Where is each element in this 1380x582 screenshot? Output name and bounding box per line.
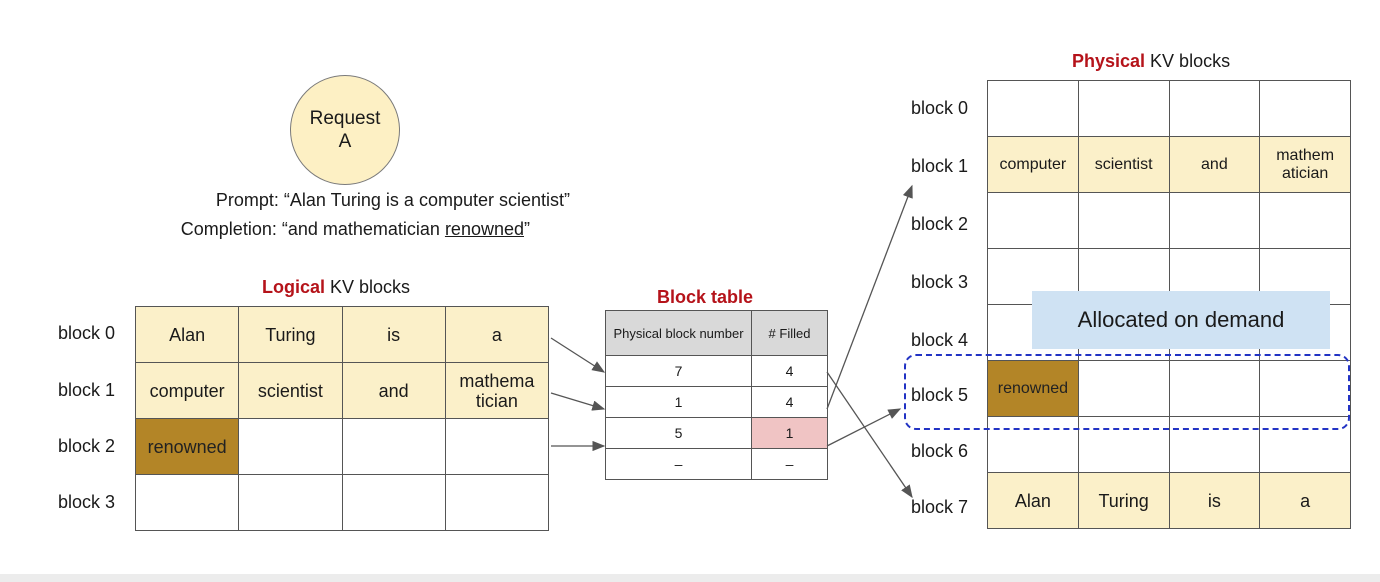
physical-row-label: block 5	[911, 385, 969, 405]
physical-row	[987, 192, 1351, 249]
logical-row	[134, 474, 550, 531]
prompt-text: Prompt: “Alan Turing is a computer scien…	[215, 190, 570, 210]
logical-cell: Turing	[238, 306, 343, 363]
physical-cell	[1077, 80, 1170, 137]
logical-cell	[341, 474, 446, 531]
physical-row-label: block 0	[911, 98, 969, 118]
request-circle: Request A	[290, 75, 400, 185]
logical-title-rest: KV blocks	[325, 277, 411, 297]
logical-title: Logical KV blocks	[262, 277, 410, 298]
physical-cell: Alan	[987, 472, 1079, 529]
physical-row-label: block 2	[911, 214, 969, 234]
physical-row-label: block 1	[911, 156, 969, 176]
block-table-cell: –	[605, 448, 752, 480]
block-table: Physical block number # Filled 7 4 1 4 5…	[605, 310, 828, 480]
block-table-cell: 5	[605, 417, 752, 449]
physical-cell	[987, 416, 1079, 473]
completion-suffix: ”	[524, 219, 530, 239]
logical-row: Alan Turing is a	[134, 306, 550, 363]
physical-title-red: Physical	[1072, 51, 1146, 71]
physical-cell: scientist	[1077, 136, 1170, 193]
physical-row-label: block 6	[911, 441, 969, 461]
logical-cell: and	[341, 362, 446, 419]
physical-cell	[1077, 360, 1170, 417]
physical-cell	[1077, 416, 1170, 473]
allocated-on-demand-callout: Allocated on demand	[1032, 291, 1330, 349]
block-table-cell: –	[751, 448, 828, 480]
physical-row-label: block 3	[911, 272, 969, 292]
physical-cell	[987, 80, 1079, 137]
completion-text: Completion: “and mathematician renowned”	[0, 219, 530, 240]
logical-cell: computer	[134, 362, 240, 419]
physical-row: computer scientist and mathem atician	[987, 136, 1351, 193]
physical-row: Alan Turing is a	[987, 472, 1351, 529]
physical-cell: Turing	[1077, 472, 1170, 529]
physical-cell	[1259, 192, 1351, 249]
logical-cell: renowned	[134, 418, 240, 475]
arrow-table7-to-physical7	[826, 371, 913, 499]
logical-cell: a	[444, 306, 550, 363]
logical-row: renowned	[134, 418, 550, 475]
arrow-table1-to-physical1	[826, 184, 913, 410]
logical-title-red: Logical	[262, 277, 326, 297]
logical-cell	[444, 474, 550, 531]
block-table-title-red: Block table	[657, 287, 754, 307]
block-table-row: 5 1	[605, 417, 828, 449]
physical-cell: is	[1168, 472, 1261, 529]
logical-cell	[444, 418, 550, 475]
physical-cell: and	[1168, 136, 1261, 193]
physical-row	[987, 80, 1351, 137]
physical-title: Physical KV blocks	[1072, 51, 1230, 72]
block-table-cell: 7	[605, 355, 752, 387]
logical-cell	[238, 418, 343, 475]
block-table-row: 7 4	[605, 355, 828, 387]
logical-row-label: block 3	[58, 492, 116, 512]
physical-cell	[1259, 80, 1351, 137]
logical-cell	[238, 474, 343, 531]
arrow-logical1-to-table	[550, 392, 606, 411]
physical-cell: mathem atician	[1259, 136, 1351, 193]
block-table-header-row: Physical block number # Filled	[605, 310, 828, 356]
arrow-table5-to-physical5	[826, 408, 902, 447]
block-table-header: Physical block number	[605, 310, 752, 356]
logical-cell	[134, 474, 240, 531]
logical-row: computer scientist and mathema tician	[134, 362, 550, 419]
logical-kv-table: Alan Turing is a computer scientist and …	[134, 306, 550, 531]
logical-cell: Alan	[134, 306, 240, 363]
block-table-header: # Filled	[751, 310, 828, 356]
completion-underlined: renowned	[444, 219, 524, 239]
logical-cell: mathema tician	[444, 362, 550, 419]
physical-row-label: block 4	[911, 330, 969, 350]
logical-row-label: block 2	[58, 436, 116, 456]
physical-kv-table: computer scientist and mathem atician re…	[987, 80, 1351, 529]
physical-cell: a	[1259, 472, 1351, 529]
block-5-dashed-highlight	[904, 354, 1350, 430]
logical-row-label: block 0	[58, 323, 116, 343]
arrow-logical0-to-table	[550, 337, 606, 373]
physical-cell	[1077, 192, 1170, 249]
physical-title-rest: KV blocks	[1145, 51, 1231, 71]
block-table-row: – –	[605, 448, 828, 480]
block-table-cell: 1	[751, 417, 828, 449]
physical-row-label: block 7	[911, 497, 969, 517]
physical-row	[987, 416, 1351, 473]
physical-cell	[1259, 360, 1351, 417]
completion-prefix: Completion: “and mathematician	[180, 219, 445, 239]
logical-row-label: block 1	[58, 380, 116, 400]
block-table-title: Block table	[657, 287, 753, 308]
